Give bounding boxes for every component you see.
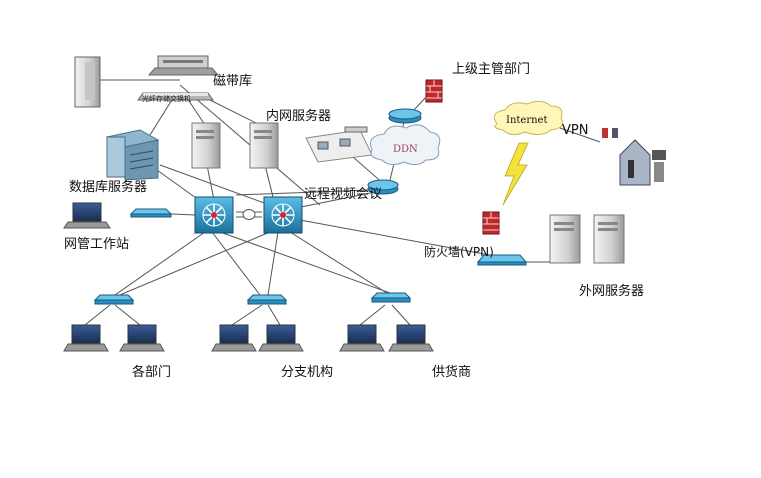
- ddn-cloud-icon: [370, 124, 441, 166]
- edge-switch-icon: [476, 254, 528, 266]
- tape-library-label: 磁带库: [213, 74, 253, 89]
- extranet-server-icon-2: [593, 214, 625, 264]
- pc-icon: [258, 324, 304, 352]
- nms-workstation-icon: [63, 202, 111, 229]
- departments-label: 各部门: [132, 365, 172, 380]
- access-switch-branches-icon: [246, 294, 288, 305]
- nms-switch-icon: [129, 208, 173, 218]
- core-switch-icon-2: [263, 196, 303, 234]
- intranet-server-icon: [249, 122, 279, 169]
- extranet-server-icon-1: [549, 214, 581, 264]
- video-router-icon: [367, 179, 399, 195]
- core-switch-icon-1: [194, 196, 234, 234]
- pc-icon: [211, 324, 257, 352]
- access-switch-suppliers-icon: [370, 292, 412, 303]
- internet-label: Internet: [506, 115, 548, 126]
- pc-icon: [63, 324, 109, 352]
- suppliers-label: 供货商: [432, 365, 472, 380]
- extranet-server-label: 外网服务器: [579, 284, 645, 299]
- vpn-label: VPN: [562, 123, 589, 138]
- pc-icon: [119, 324, 165, 352]
- edge-firewall-icon: [482, 211, 500, 235]
- superior-firewall-icon: [425, 79, 443, 103]
- remote-users-icon: [602, 128, 666, 186]
- ddn-label: DDN: [393, 144, 418, 155]
- video-conference-label: 远程视频会议: [304, 187, 383, 202]
- storage-cabinet-icon: [74, 56, 101, 108]
- video-conference-icon: [305, 126, 373, 163]
- pc-icon: [388, 324, 434, 352]
- access-switch-departments-icon: [93, 294, 135, 305]
- superior-dept-label: 上级主管部门: [452, 62, 531, 77]
- nms-workstation-label: 网管工作站: [64, 237, 130, 252]
- firewall-vpn-label: 防火墙(VPN): [424, 245, 494, 259]
- branches-label: 分支机构: [281, 365, 334, 380]
- tape-library-icon: [147, 55, 220, 76]
- database-server-label: 数据库服务器: [69, 180, 148, 195]
- internet-cloud-icon: [493, 100, 564, 136]
- pc-icon: [339, 324, 385, 352]
- router-icon: [388, 108, 422, 124]
- intranet-server-label: 内网服务器: [266, 109, 332, 124]
- lightning-icon: [502, 142, 529, 206]
- trunk-ring-icon: [242, 209, 256, 220]
- fiber-storage-switch-icon: [137, 92, 214, 101]
- database-server-icon: [105, 129, 160, 181]
- fiber-switch-label: 光纤存储交换机: [142, 95, 191, 103]
- server-tower-icon: [191, 122, 221, 169]
